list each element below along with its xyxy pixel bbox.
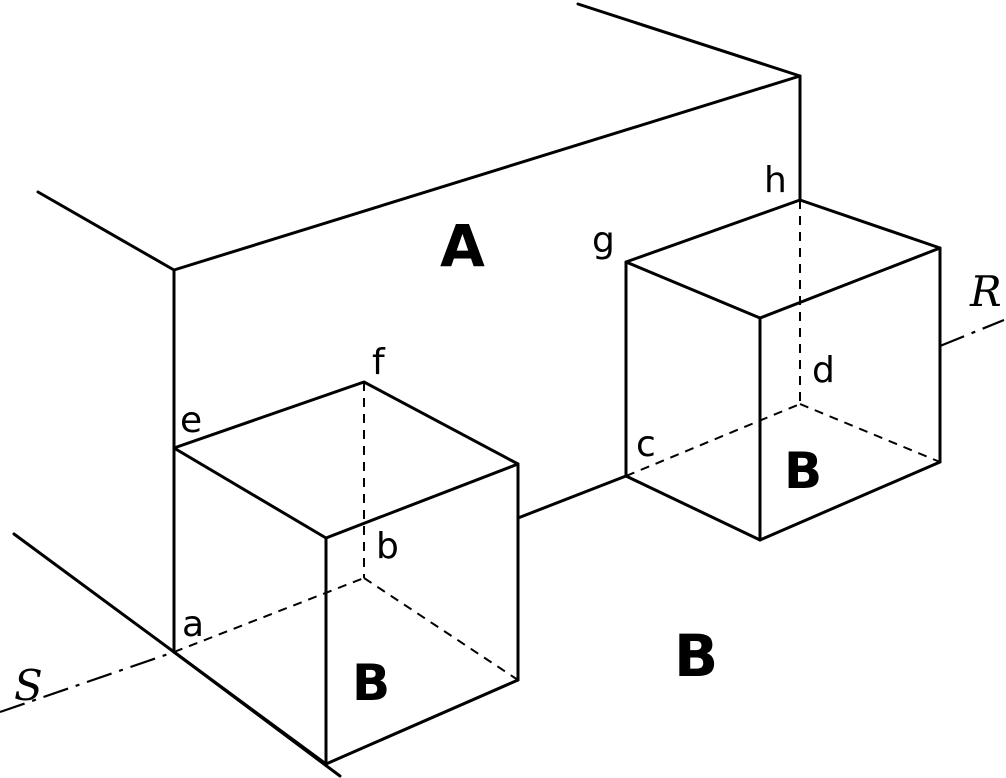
label-point-h: h (764, 160, 787, 201)
label-point-a: a (182, 604, 204, 645)
block-a-top-back-edge (576, 2, 802, 78)
axis-segment-right (939, 318, 1005, 348)
label-point-c: c (636, 424, 656, 465)
ground-axis (0, 318, 1005, 714)
block-a-top-front-edge (172, 74, 802, 272)
label-axis-s: S (14, 661, 43, 710)
label-point-e: e (180, 400, 202, 441)
label-region-a: A (440, 212, 485, 280)
labels: A B B B S R a b c d e f g h (14, 160, 1002, 712)
block-a-top-left-edge (36, 190, 176, 272)
cube-right-bottom-left-edge (624, 474, 762, 542)
cube-right-top-face (624, 198, 942, 320)
label-point-f: f (372, 342, 386, 383)
cube-left-bottom-left-edge (172, 650, 328, 766)
label-region-b: B (674, 622, 718, 690)
axis-segment-left (0, 650, 175, 714)
cube-left (172, 380, 520, 766)
block-a-base-edge (516, 474, 628, 520)
label-axis-r: R (969, 267, 1002, 316)
block-a-base-left-edge (12, 532, 176, 654)
label-point-g: g (592, 220, 615, 261)
cube-left-bottom-right-edge (324, 678, 520, 766)
block-a (12, 2, 802, 778)
label-point-d: d (812, 350, 835, 391)
label-cube-right: B (784, 442, 822, 500)
label-cube-left: B (352, 654, 390, 712)
cube-left-top-face (172, 380, 520, 540)
cube-right-bottom-right-edge (758, 460, 942, 542)
cube-left-hidden-base-left (173, 577, 365, 653)
cube-right (624, 198, 942, 542)
label-point-b: b (376, 526, 399, 567)
